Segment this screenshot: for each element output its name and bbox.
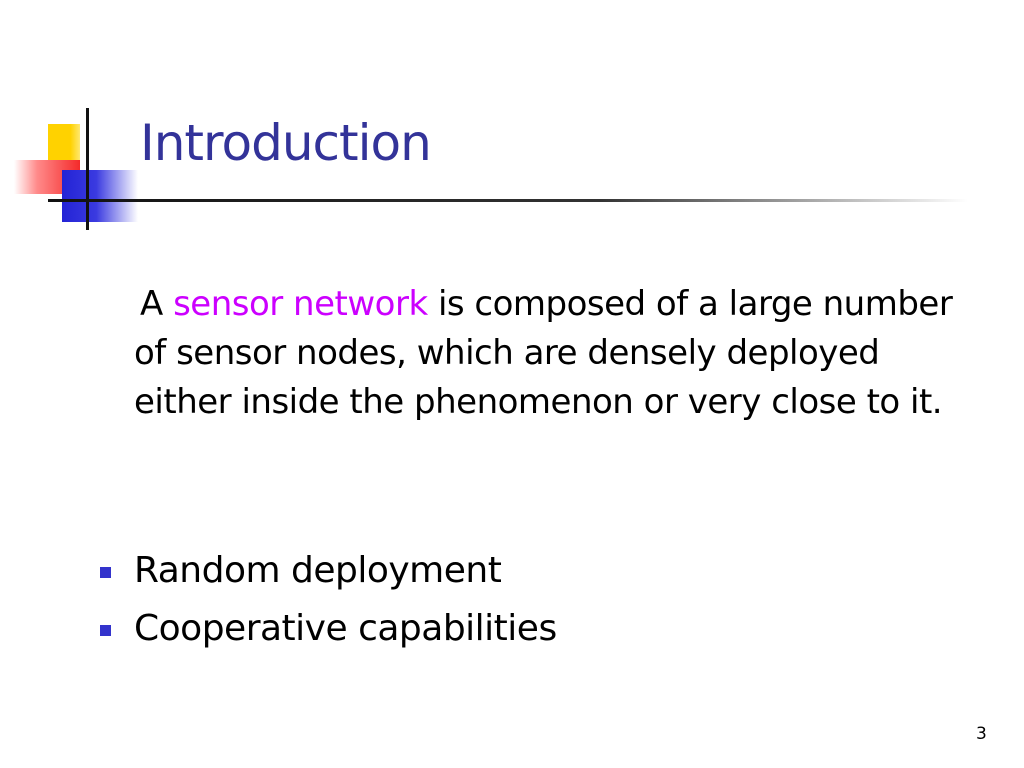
decorative-emblem: [0, 0, 150, 240]
bullet-label: Cooperative capabilities: [134, 608, 557, 649]
bullet-item: Random deployment: [96, 544, 557, 602]
intro-paragraph: A sensor network is composed of a large …: [134, 280, 974, 427]
bullet-item: Cooperative capabilities: [96, 602, 557, 660]
paragraph-lead: A: [140, 284, 174, 324]
highlighted-term: sensor network: [173, 284, 428, 324]
bullet-list: Random deployment Cooperative capabiliti…: [96, 544, 557, 660]
paragraph-rest: is composed of a large number of sensor …: [134, 284, 953, 422]
title-underline-rule: [48, 199, 968, 202]
yellow-square-decoration: [48, 124, 80, 164]
bullet-label: Random deployment: [134, 550, 502, 591]
vertical-rule: [86, 108, 89, 230]
page-number: 3: [976, 724, 987, 744]
blue-square-decoration: [62, 170, 138, 222]
slide-title: Introduction: [140, 114, 432, 172]
square-bullet-icon: [100, 625, 111, 636]
square-bullet-icon: [100, 567, 111, 578]
